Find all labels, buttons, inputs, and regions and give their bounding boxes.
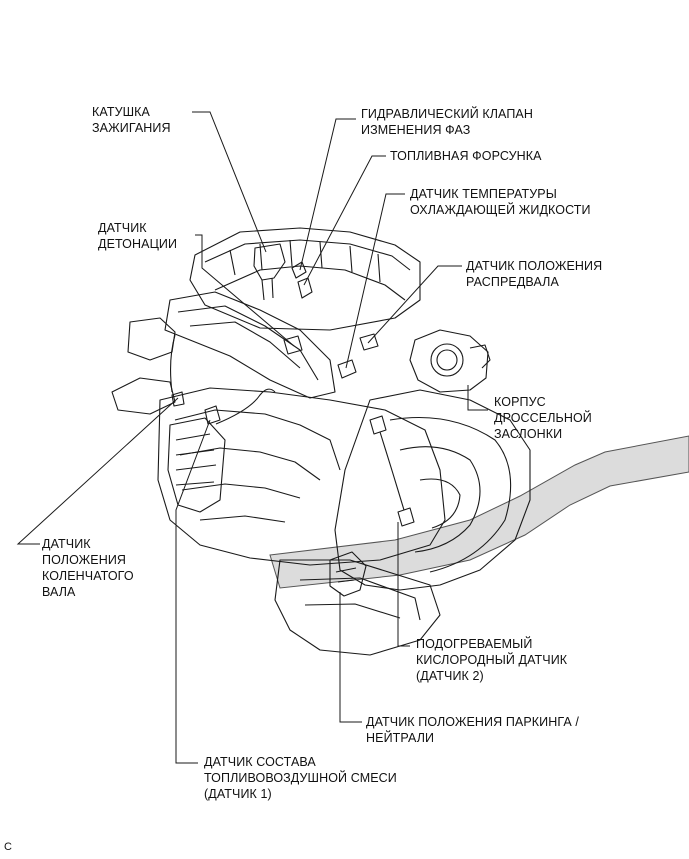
leader-park-neutral xyxy=(339,592,362,723)
leader-knock-sensor xyxy=(195,234,295,347)
leader-lines xyxy=(16,111,488,764)
label-knock-sensor: ДАТЧИК ДЕТОНАЦИИ xyxy=(98,221,178,251)
figure-code: C xyxy=(4,841,12,853)
exhaust-strip xyxy=(269,435,689,589)
leader-ignition-coil xyxy=(192,111,267,253)
label-air-fuel-ratio-sensor: ДАТЧИК СОСТАВА ТОПЛИВОВОЗДУШНОЙ СМЕСИ (Д… xyxy=(204,755,397,801)
label-crankshaft-position-sensor: ДАТЧИК ПОЛОЖЕНИЯ КОЛЕНЧАТОГО ВАЛА xyxy=(42,537,134,599)
leader-af-sensor xyxy=(175,419,211,764)
leader-o2-sensor xyxy=(397,522,410,647)
label-coolant-temp-sensor: ДАТЧИК ТЕМПЕРАТУРЫ ОХЛАЖДАЮЩЕЙ ЖИДКОСТИ xyxy=(410,187,591,217)
leader-coolant-temp xyxy=(345,193,405,369)
label-ignition-coil: КАТУШКА ЗАЖИГАНИЯ xyxy=(92,105,171,135)
engine-outline xyxy=(111,227,531,656)
label-heated-oxygen-sensor: ПОДОГРЕВАЕМЫЙ КИСЛОРОДНЫЙ ДАТЧИК (ДАТЧИК… xyxy=(416,637,568,683)
label-throttle-body: КОРПУС ДРОССЕЛЬНОЙ ЗАСЛОНКИ xyxy=(494,395,592,441)
label-park-neutral-position-switch: ДАТЧИК ПОЛОЖЕНИЯ ПАРКИНГА / НЕЙТРАЛИ xyxy=(366,715,580,745)
label-vvt-oil-control-valve: ГИДРАВЛИЧЕСКИЙ КЛАПАН ИЗМЕНЕНИЯ ФАЗ xyxy=(361,107,533,137)
label-camshaft-position-sensor: ДАТЧИК ПОЛОЖЕНИЯ РАСПРЕДВАЛА xyxy=(466,259,603,289)
leader-throttle-body xyxy=(467,385,488,411)
leader-camshaft xyxy=(367,265,462,344)
leader-crankshaft xyxy=(16,397,179,545)
label-fuel-injector: ТОПЛИВНАЯ ФОРСУНКА xyxy=(390,149,542,163)
leader-fuel-injector xyxy=(303,155,386,286)
leader-vvt-valve xyxy=(299,118,356,271)
